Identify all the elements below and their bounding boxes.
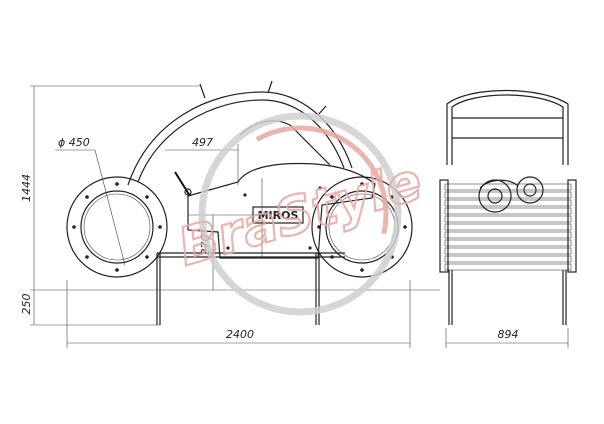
end-view: 894 <box>439 89 577 348</box>
car-body <box>187 162 376 259</box>
end-eye-right-pupil <box>523 183 537 197</box>
end-wheel-side <box>439 179 449 273</box>
steering-knob <box>184 188 192 196</box>
watermark: BraStyle <box>171 112 430 316</box>
end-slats <box>444 183 572 271</box>
arch-frame <box>127 91 353 186</box>
rivet <box>318 186 322 190</box>
rivet <box>243 193 247 197</box>
cabin-width-label: 497 <box>192 136 213 149</box>
arch-spike <box>199 83 206 99</box>
end-eye-left <box>478 179 512 213</box>
end-wheel-side <box>567 179 577 273</box>
ground-clearance-label: 250 <box>20 294 33 315</box>
arch-spike <box>267 80 273 94</box>
watermark-ring-accent <box>211 125 389 303</box>
total-width-label: 894 <box>498 328 519 341</box>
end-frame-arch-inner <box>451 94 564 165</box>
total-length-label: 2400 <box>226 328 254 341</box>
wheel-diameter-label: ϕ 450 <box>58 136 90 149</box>
end-eye-left-pupil <box>487 188 503 204</box>
total-height-label: 1444 <box>20 174 33 202</box>
brand-plate-label: MIROS <box>258 209 299 222</box>
arch-spike <box>317 105 327 116</box>
rivet <box>308 246 312 250</box>
brand-plate <box>252 206 304 224</box>
end-eye-brow <box>479 179 519 189</box>
diameter-leader <box>94 149 126 266</box>
left-wheel <box>66 176 168 278</box>
watermark-ring <box>198 112 402 316</box>
end-frame-arch <box>446 89 569 165</box>
arch-frame-inner <box>137 99 345 183</box>
rivet <box>226 246 230 250</box>
steering-stick <box>174 171 191 197</box>
end-eye-right <box>516 176 544 204</box>
